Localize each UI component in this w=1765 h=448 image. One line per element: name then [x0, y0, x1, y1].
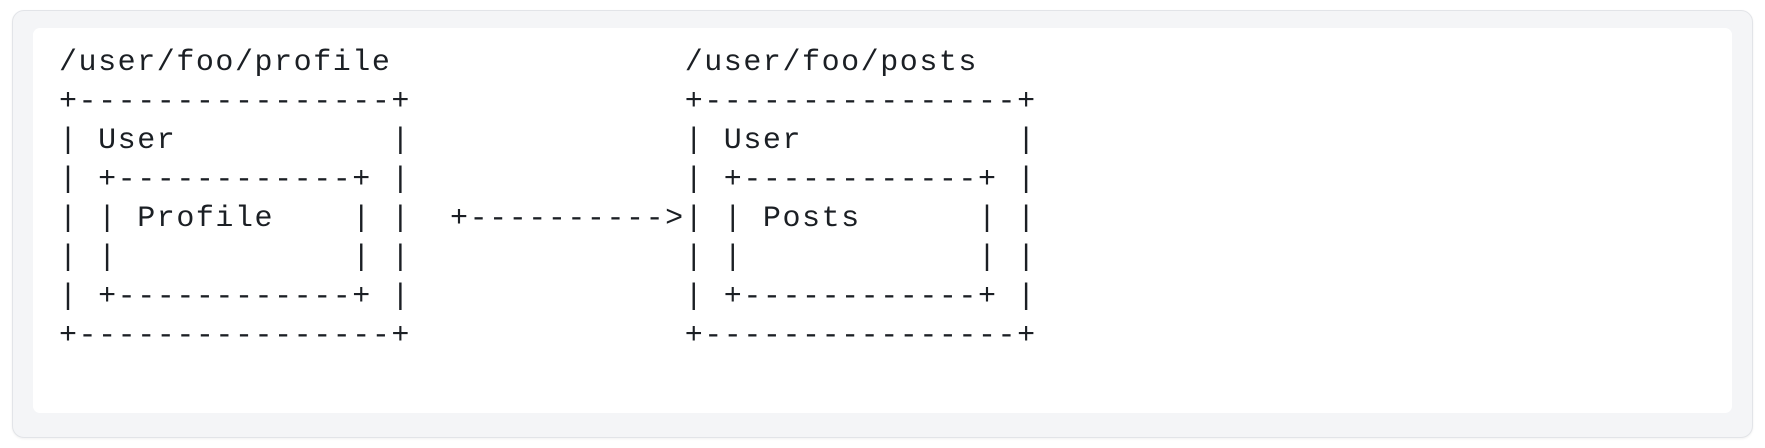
ascii-diagram-card: /user/foo/profile /user/foo/posts +-----… [33, 28, 1732, 413]
diagram-outer-shell: /user/foo/profile /user/foo/posts +-----… [12, 10, 1753, 438]
ascii-art-diagram: /user/foo/profile /user/foo/posts +-----… [59, 46, 1037, 353]
